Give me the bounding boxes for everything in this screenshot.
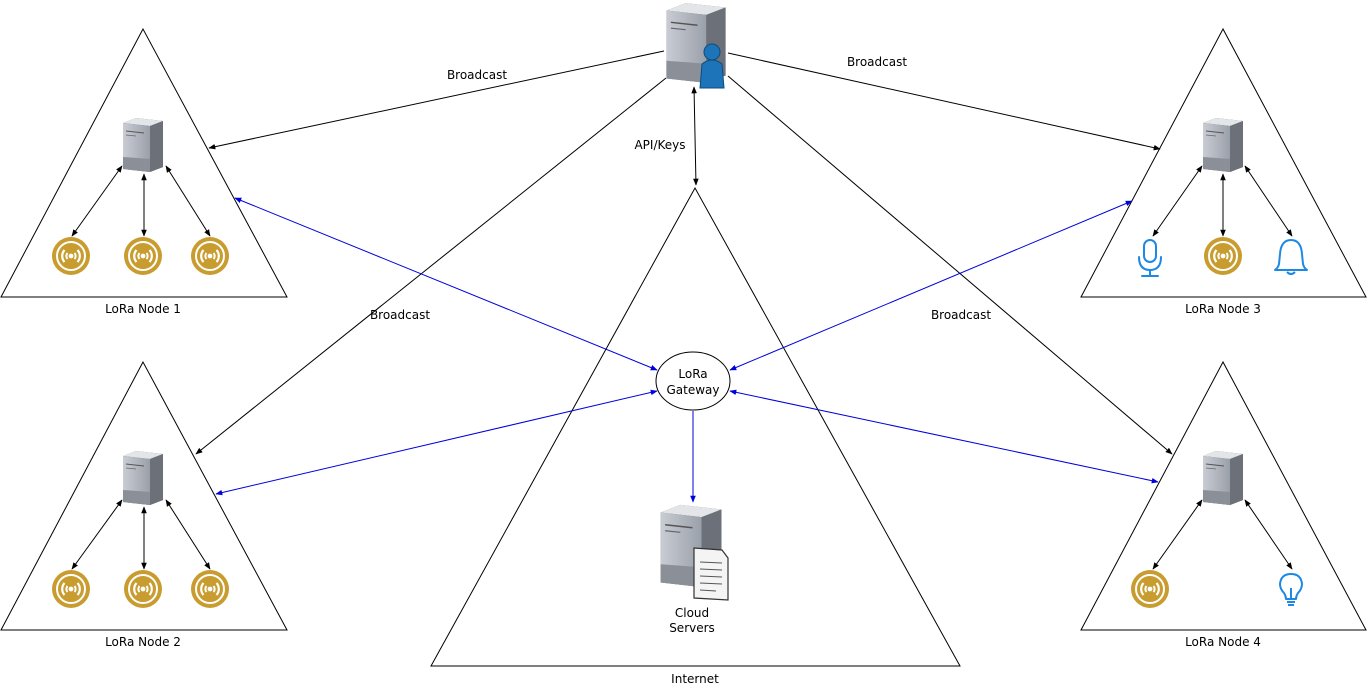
node1-server-icon[interactable] xyxy=(122,117,164,173)
document-icon xyxy=(693,547,729,601)
bell-icon[interactable] xyxy=(1274,239,1308,275)
cloud-label-line1: Cloud xyxy=(675,606,709,620)
cloud-label-line2: Servers xyxy=(669,621,715,635)
sensor-icon[interactable] xyxy=(123,236,163,276)
sensor-icon[interactable] xyxy=(1130,569,1170,609)
microphone-icon[interactable] xyxy=(1138,239,1162,277)
node2-server-icon[interactable] xyxy=(122,450,164,506)
edge-label-broadcast-node3: Broadcast xyxy=(847,55,907,69)
gateway-label-line2: Gateway xyxy=(666,383,719,397)
internet-label: Internet xyxy=(671,672,719,686)
edge-api-keys xyxy=(691,86,699,186)
sensor-icon[interactable] xyxy=(190,569,230,609)
node1-label: LoRa Node 1 xyxy=(105,302,181,316)
edge-label-broadcast-node4: Broadcast xyxy=(931,308,991,322)
link-node1-gateway xyxy=(234,197,658,371)
edge-label-api-keys: API/Keys xyxy=(634,138,685,152)
cloud-server-icon[interactable] xyxy=(659,504,729,601)
sensor-icon[interactable] xyxy=(51,236,91,276)
link-node2-gateway xyxy=(215,389,658,496)
link-node3-gateway xyxy=(729,200,1133,371)
node4-server-icon[interactable] xyxy=(1202,450,1244,506)
user-icon xyxy=(699,43,725,89)
node-internal-links xyxy=(71,165,1293,570)
light-bulb-icon[interactable] xyxy=(1279,573,1303,606)
sensor-icon[interactable] xyxy=(123,569,163,609)
admin-server-icon[interactable] xyxy=(665,2,727,89)
node3-server-icon[interactable] xyxy=(1202,117,1244,173)
edge-broadcast-node1 xyxy=(208,50,665,150)
sensor-icon[interactable] xyxy=(51,569,91,609)
edge-label-broadcast-node1: Broadcast xyxy=(447,68,507,82)
node4-label: LoRa Node 4 xyxy=(1185,635,1261,649)
node3-label: LoRa Node 3 xyxy=(1185,302,1261,316)
link-node4-gateway xyxy=(729,389,1159,484)
sensor-icon[interactable] xyxy=(190,236,230,276)
node2-label: LoRa Node 2 xyxy=(105,635,181,649)
edge-broadcast-node3 xyxy=(727,52,1161,151)
gateway-label-line1: LoRa xyxy=(678,367,707,381)
sensor-icon[interactable] xyxy=(1203,236,1243,276)
edge-label-broadcast-node2: Broadcast xyxy=(370,308,430,322)
lora-gateway[interactable]: LoRa Gateway xyxy=(655,351,731,411)
